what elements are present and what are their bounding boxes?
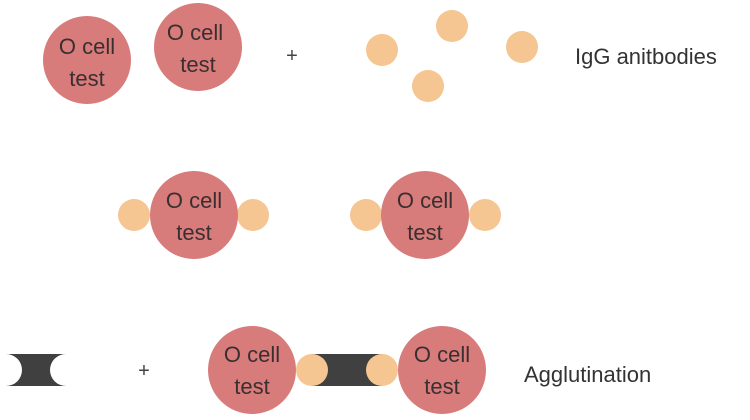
row-2: O cell test O cell test <box>118 171 501 259</box>
cell-label-line1: O cell <box>397 188 453 213</box>
antibody-dot <box>436 10 468 42</box>
cell-label-line1: O cell <box>414 342 470 367</box>
antibody-dot <box>118 199 150 231</box>
cell-label-line2: test <box>424 374 459 399</box>
plus-sign: + <box>286 45 298 67</box>
antibody-dot <box>469 199 501 231</box>
row-3: + O cell test O cell test Agglutination <box>6 326 651 414</box>
cell-label-line1: O cell <box>166 188 222 213</box>
igg-antibodies <box>366 10 538 102</box>
cell-label-line1: O cell <box>59 34 115 59</box>
agglutinated-cells: O cell test O cell test <box>208 326 486 414</box>
sensitized-cell-1: O cell test <box>118 171 269 259</box>
red-cell-circle <box>154 3 242 91</box>
agglutination-label: Agglutination <box>524 362 651 387</box>
cell-label-line2: test <box>69 66 104 91</box>
red-cell-circle <box>381 171 469 259</box>
o-cell-2: O cell test <box>154 3 242 91</box>
red-cell-circle <box>208 326 296 414</box>
cell-label-line2: test <box>176 220 211 245</box>
row-1: O cell test O cell test + IgG anitbodies <box>43 3 717 104</box>
antibody-dot <box>237 199 269 231</box>
antibody-dot <box>350 199 382 231</box>
red-cell-circle <box>43 16 131 104</box>
antibody-dot <box>412 70 444 102</box>
sensitized-cell-2: O cell test <box>350 171 501 259</box>
cell-label-line2: test <box>407 220 442 245</box>
antiglobulin-reagent-shape <box>6 354 66 386</box>
red-cell-circle <box>398 326 486 414</box>
igg-label: IgG anitbodies <box>575 44 717 69</box>
antibody-dot <box>366 34 398 66</box>
cell-label-line2: test <box>234 374 269 399</box>
plus-sign: + <box>138 360 150 382</box>
cell-label-line1: O cell <box>224 342 280 367</box>
o-cell-1: O cell test <box>43 16 131 104</box>
antibody-dot <box>296 354 328 386</box>
red-cell-circle <box>150 171 238 259</box>
antibody-dot <box>366 354 398 386</box>
cell-label-line2: test <box>180 52 215 77</box>
antibody-dot <box>506 31 538 63</box>
cell-label-line1: O cell <box>167 20 223 45</box>
